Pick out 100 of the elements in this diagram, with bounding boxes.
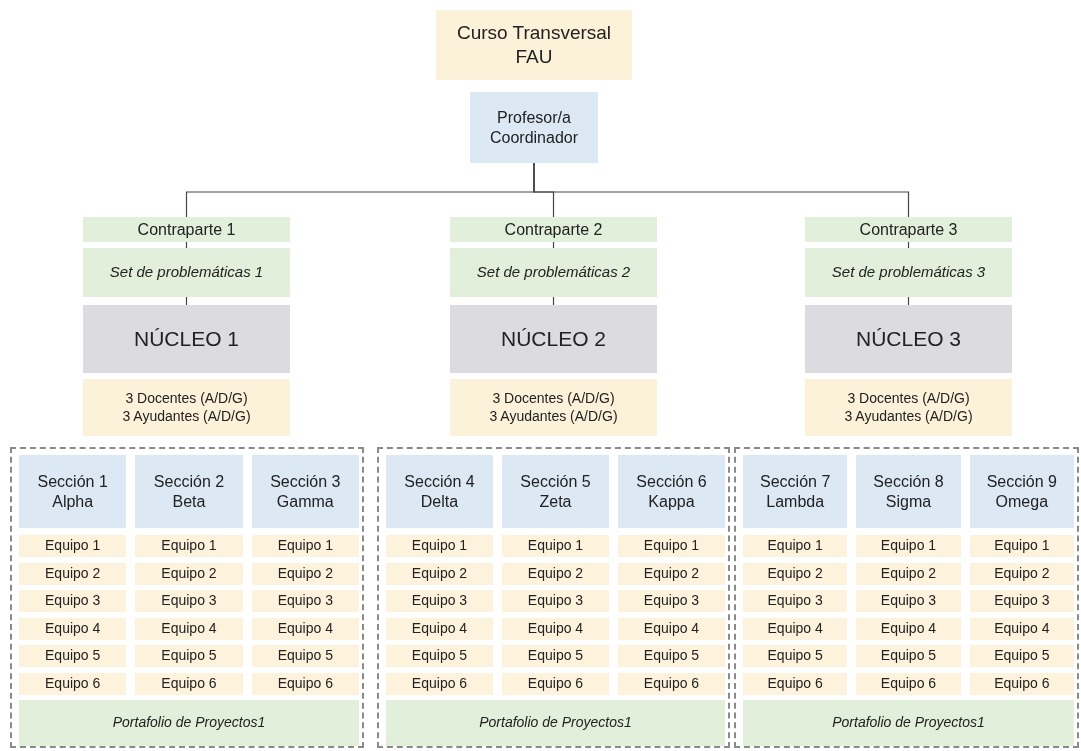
team-box — [251, 617, 359, 640]
box-label: Sección 6 Kappa — [635, 471, 708, 512]
box-label: Equipo 5 — [44, 647, 102, 665]
box-label: Equipo 2 — [993, 564, 1051, 583]
problem-set-box — [450, 248, 657, 297]
connector-line — [552, 241, 555, 249]
box-label: Equipo 2 — [766, 564, 824, 583]
team-box — [135, 645, 243, 667]
staff-box — [450, 379, 657, 436]
connector-line — [907, 241, 910, 249]
box-label: Set de problemáticas 2 — [475, 263, 632, 282]
team-box — [135, 562, 243, 585]
team-box — [856, 562, 961, 585]
section-box — [251, 455, 359, 528]
team-box — [251, 645, 359, 667]
team-box — [969, 645, 1074, 667]
section-box — [969, 455, 1074, 528]
team-box — [618, 590, 725, 612]
box-label: Equipo 5 — [993, 647, 1051, 665]
team-box — [19, 645, 127, 667]
box-label: Equipo 3 — [879, 592, 938, 610]
team-box — [502, 645, 609, 667]
box-label: Portafolio de Proyectos1 — [831, 714, 986, 732]
box-label: Equipo 3 — [410, 592, 469, 610]
team-box — [743, 562, 848, 585]
box-label: Equipo 3 — [993, 592, 1051, 610]
team-box — [386, 672, 493, 695]
box-label: Equipo 2 — [879, 564, 938, 583]
box-label: Portafolio de Proyectos1 — [111, 714, 267, 732]
box-label: Equipo 5 — [410, 647, 469, 665]
box-label: Equipo 4 — [276, 619, 334, 638]
problem-set-box — [805, 248, 1012, 297]
box-label: Equipo 1 — [44, 537, 102, 555]
connector-line — [185, 241, 188, 249]
counterpart-box — [450, 217, 657, 242]
team-box — [19, 617, 127, 640]
team-box — [386, 535, 493, 557]
box-label: Equipo 2 — [44, 564, 102, 583]
team-box — [969, 672, 1074, 695]
box-label: NÚCLEO 2 — [500, 325, 607, 352]
box-label: Equipo 1 — [642, 537, 701, 555]
team-box — [969, 562, 1074, 585]
section-box — [502, 455, 609, 528]
team-box — [743, 617, 848, 640]
section-box — [618, 455, 725, 528]
box-label: Equipo 2 — [410, 564, 469, 583]
box-label: Equipo 5 — [879, 647, 938, 665]
dashed-frame — [734, 447, 1079, 748]
box-label: Sección 9 Omega — [985, 471, 1058, 512]
box-label: Equipo 1 — [160, 537, 218, 555]
box-label: Equipo 6 — [879, 674, 938, 693]
box-label: Equipo 4 — [766, 619, 824, 638]
box-label: Curso Transversal FAU — [455, 21, 613, 69]
team-box — [502, 562, 609, 585]
box-label: 3 Ayudantes (A/D/G) — [488, 407, 619, 425]
team-box — [618, 645, 725, 667]
team-box — [251, 562, 359, 585]
counterpart-box — [805, 217, 1012, 242]
team-box — [386, 562, 493, 585]
team-box — [743, 590, 848, 612]
team-box — [743, 645, 848, 667]
box-label: Equipo 2 — [160, 564, 218, 583]
box-label: NÚCLEO 3 — [855, 325, 962, 352]
box-label: Equipo 3 — [642, 592, 701, 610]
core-box — [83, 305, 290, 373]
counterpart-box — [83, 217, 290, 242]
box-label: Equipo 1 — [526, 537, 585, 555]
section-box — [743, 455, 848, 528]
team-box — [618, 562, 725, 585]
section-box — [386, 455, 493, 528]
box-label: Equipo 3 — [160, 592, 218, 610]
box-label: Set de problemáticas 1 — [108, 263, 265, 282]
problem-set-box — [83, 248, 290, 297]
box-label: Equipo 6 — [526, 674, 585, 693]
box-label: Equipo 6 — [642, 674, 701, 693]
box-label: Equipo 4 — [879, 619, 938, 638]
box-label: Equipo 3 — [44, 592, 102, 610]
box-label: 3 Docentes (A/D/G) — [124, 390, 249, 408]
team-box — [856, 672, 961, 695]
section-box — [135, 455, 243, 528]
box-label: Sección 2 Beta — [152, 471, 226, 512]
box-label: Equipo 6 — [766, 674, 824, 693]
team-box — [251, 590, 359, 612]
box-label: Set de problemáticas 3 — [830, 263, 987, 282]
team-box — [135, 535, 243, 557]
team-box — [386, 617, 493, 640]
box-label: 3 Docentes (A/D/G) — [491, 390, 616, 408]
team-box — [856, 535, 961, 557]
team-box — [618, 535, 725, 557]
dashed-frame — [10, 447, 364, 748]
box-label: Equipo 1 — [766, 537, 824, 555]
team-box — [251, 672, 359, 695]
connector-line — [533, 162, 910, 218]
team-box — [502, 672, 609, 695]
portfolio-box — [19, 700, 359, 746]
dashed-frame — [377, 447, 730, 748]
team-box — [502, 535, 609, 557]
core-box — [450, 305, 657, 373]
box-label: Contraparte 1 — [136, 219, 237, 240]
box-label: Equipo 5 — [160, 647, 218, 665]
